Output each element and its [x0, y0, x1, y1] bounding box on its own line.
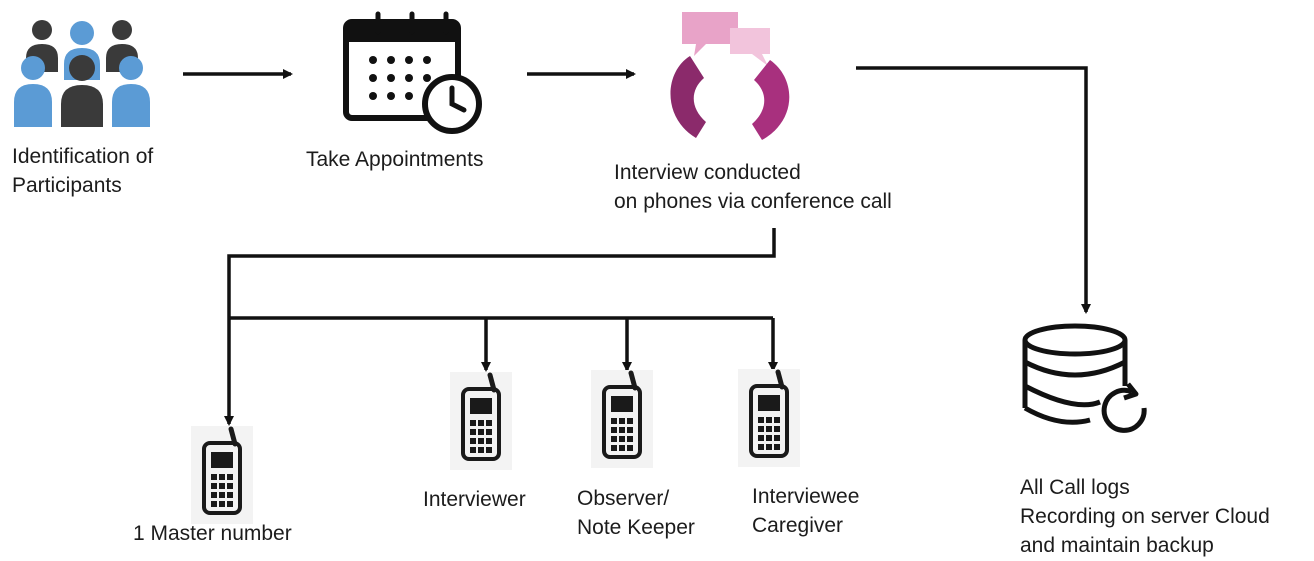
participants-label: Identification of Participants — [12, 142, 153, 200]
observer-label-line1: Observer/ — [577, 487, 670, 510]
appointments-label-text: Take Appointments — [306, 148, 484, 171]
interviewer-label: Interviewer — [423, 485, 526, 514]
observer-phone-icon — [591, 370, 653, 468]
logs-label-line3: and maintain backup — [1020, 534, 1214, 557]
interviewer-phone-icon — [450, 372, 512, 470]
database-sync-icon — [1022, 323, 1147, 433]
arrow-to-master-number — [224, 228, 776, 426]
appointments-label: Take Appointments — [306, 145, 483, 174]
calendar-clock-icon — [343, 11, 482, 134]
master-number-label-text: 1 Master number — [133, 522, 292, 545]
interview-label-line2: on phones via conference call — [614, 190, 892, 213]
people-group-icon — [14, 20, 150, 127]
interviewee-label-line2: Caregiver — [752, 514, 844, 537]
interview-label-line1: Interview conducted — [614, 161, 801, 184]
logs-label-line1: All Call logs — [1020, 476, 1130, 499]
conference-phone-icon — [670, 12, 790, 140]
master-number-label: 1 Master number — [133, 519, 292, 548]
interviewer-label-text: Interviewer — [423, 488, 526, 511]
observer-label-line2: Note Keeper — [577, 516, 695, 539]
interviewee-phone-icon — [738, 369, 800, 467]
logs-label-line2: Recording on server Cloud — [1020, 505, 1270, 528]
interview-label: Interview conducted on phones via confer… — [614, 158, 892, 216]
observer-label: Observer/ Note Keeper — [577, 484, 695, 542]
logs-label: All Call logs Recording on server Cloud … — [1020, 473, 1270, 560]
participants-label-line1: Identification of — [12, 145, 154, 168]
arrow-interview-to-logs — [856, 66, 1091, 314]
interviewee-label: Interviewee Caregiver — [752, 482, 859, 540]
master-phone-icon — [191, 426, 253, 524]
interviewee-label-line1: Interviewee — [752, 485, 860, 508]
participants-label-line2: Participants — [12, 174, 122, 197]
